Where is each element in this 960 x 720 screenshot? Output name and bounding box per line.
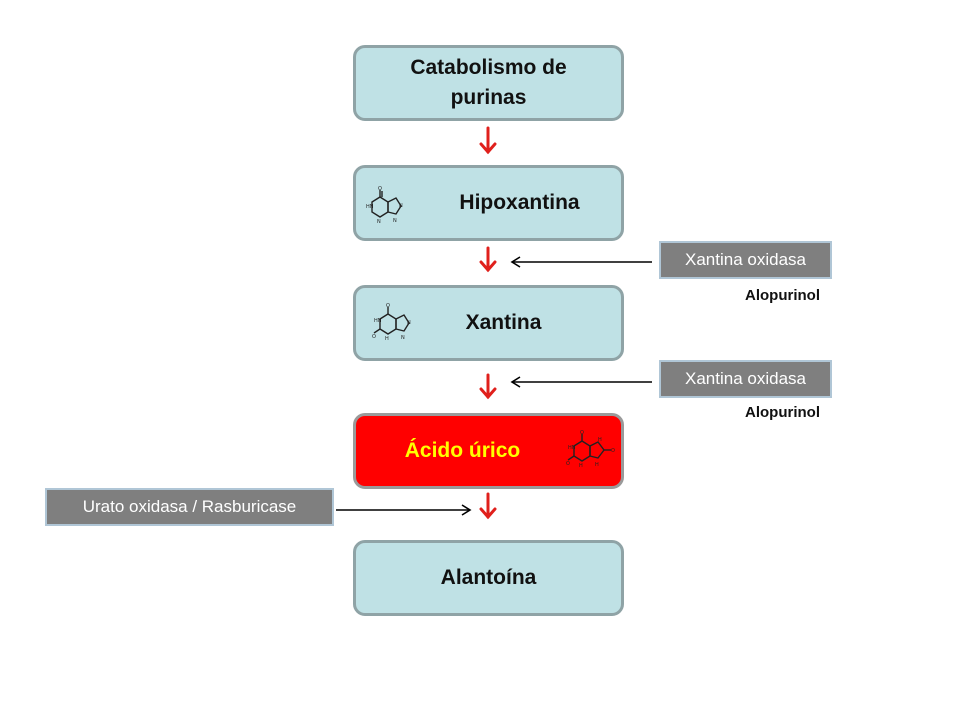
node-hipoxantina: Hipoxantina [353, 165, 624, 241]
svg-text:HN: HN [366, 204, 374, 210]
flow-arrow-2 [479, 246, 497, 273]
svg-text:N: N [407, 320, 411, 326]
pointer-arrow-xo-1 [510, 256, 652, 268]
node-xantina: Xantina [353, 285, 624, 361]
svg-text:O: O [580, 430, 584, 436]
svg-text:HN: HN [374, 318, 382, 324]
svg-text:H: H [595, 462, 599, 468]
node-xantina-label: Xantina [465, 311, 542, 334]
node-hipoxantina-label: Hipoxantina [459, 191, 580, 214]
enzyme-xantina-oxidasa-1-label: Xantina oxidasa [685, 250, 806, 269]
flow-arrow-3 [479, 373, 497, 400]
svg-text:O: O [566, 461, 570, 467]
pointer-arrow-xo-2 [510, 376, 652, 388]
node-alantoina-label: Alantoína [440, 566, 537, 589]
flow-arrow-4 [479, 492, 497, 520]
flow-arrow-1 [479, 126, 497, 155]
node-acido-urico-label: Ácido úrico [404, 439, 521, 462]
node-catabolismo-de-purinas: Catabolismo de purinas [353, 45, 624, 121]
svg-text:O: O [372, 334, 376, 340]
svg-text:H: H [598, 437, 602, 443]
enzyme-xantina-oxidasa-2-label: Xantina oxidasa [685, 369, 806, 388]
pointer-arrow-urate-oxidase [336, 504, 472, 516]
enzyme-urato-oxidasa: Urato oxidasa / Rasburicase [45, 488, 334, 526]
acido-urico-structure-icon: HN H H H O O O [566, 430, 616, 470]
svg-text:N: N [401, 335, 405, 341]
enzyme-xantina-oxidasa-2: Xantina oxidasa [659, 360, 832, 398]
svg-text:O: O [611, 448, 615, 454]
inhibitor-alopurinol-1: Alopurinol [745, 287, 820, 304]
node-catabolismo-label: Catabolismo de purinas [410, 56, 567, 109]
svg-text:N: N [377, 219, 381, 225]
inhibitor-alopurinol-2: Alopurinol [745, 404, 820, 421]
svg-text:N: N [399, 203, 403, 209]
enzyme-xantina-oxidasa-1: Xantina oxidasa [659, 241, 832, 279]
svg-text:N: N [393, 218, 397, 224]
node-acido-urico: Ácido úrico [353, 413, 624, 489]
svg-text:O: O [378, 186, 382, 192]
xantina-structure-icon: HN H N N O O [372, 303, 418, 343]
svg-text:H: H [579, 463, 583, 469]
svg-text:HN: HN [568, 445, 576, 451]
svg-text:H: H [385, 336, 389, 342]
hipoxantina-structure-icon: HN N N N O [364, 186, 410, 226]
enzyme-urato-oxidasa-label: Urato oxidasa / Rasburicase [82, 497, 297, 516]
svg-text:O: O [386, 303, 390, 309]
node-alantoina: Alantoína [353, 540, 624, 616]
